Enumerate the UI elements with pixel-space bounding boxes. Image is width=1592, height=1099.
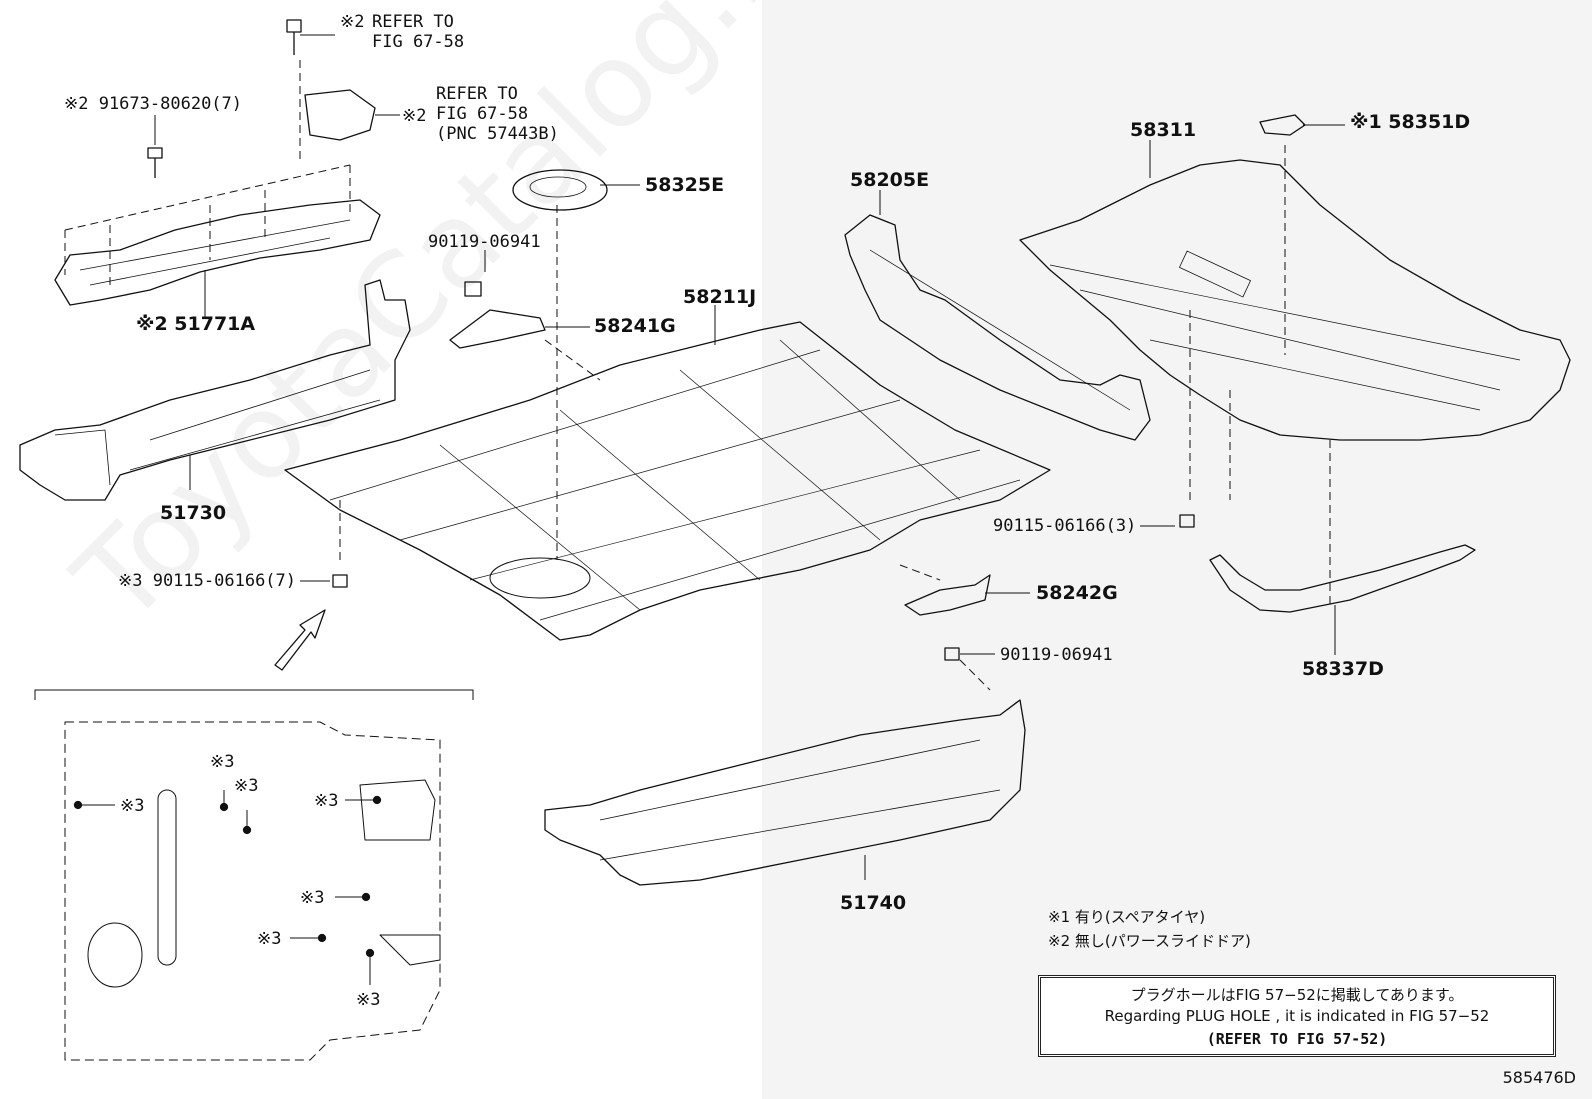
detail-mark-1: ※3 <box>120 796 145 816</box>
detail-mark-6: ※3 <box>257 929 282 949</box>
callout-51771A: ※2 51771A <box>136 313 256 335</box>
dashed-guides <box>65 60 1330 690</box>
notebox-line-en: Regarding PLUG HOLE , it is indicated in… <box>1104 1007 1490 1025</box>
callout-90119-06941-lower: 90119-06941 <box>1000 645 1113 665</box>
part-58211J <box>285 322 1050 640</box>
part-58205E <box>845 215 1150 440</box>
part-58325E <box>513 170 607 210</box>
callout-refer-fig-67-58-b: REFER TO FIG 67-58 (PNC 57443B) <box>436 84 559 144</box>
callout-58241G: 58241G <box>594 315 676 337</box>
shaded-panel <box>762 0 1592 1099</box>
part-51771A <box>55 200 380 305</box>
callout-58311: 58311 <box>1130 119 1197 141</box>
detail-mark-7: ※3 <box>356 990 381 1010</box>
callout-58211J: 58211J <box>683 286 757 308</box>
detail-outline <box>65 722 440 1060</box>
note-1: ※1 有り(スペアタイヤ) <box>1048 908 1206 926</box>
part-58241G <box>450 310 545 348</box>
notebox-line-jp: プラグホールはFIG 57−52に掲載してあります。 <box>1130 986 1464 1004</box>
callout-58242G: 58242G <box>1036 582 1118 604</box>
detail-frame-top <box>35 690 473 700</box>
notebox-line-refer: (REFER TO FIG 57-52) <box>1206 1030 1388 1048</box>
callout-mark-refer-1: ※2 <box>340 12 365 32</box>
detail-mark-5: ※3 <box>300 888 325 908</box>
part-58337D <box>1210 545 1475 612</box>
note-2: ※2 無し(パワースライドドア) <box>1048 932 1251 950</box>
callout-90119-06941-upper: 90119-06941 <box>428 232 541 252</box>
detail-mark-2: ※3 <box>210 752 235 772</box>
part-51730 <box>20 280 410 500</box>
callout-90115-06166-3: 90115-06166(3) <box>993 516 1137 536</box>
part-58242G <box>905 575 990 615</box>
part-51740 <box>545 700 1025 885</box>
callout-58325E: 58325E <box>645 174 725 196</box>
direction-arrow <box>275 610 325 670</box>
callout-51730: 51730 <box>160 502 227 524</box>
callout-mark-refer-2: ※2 <box>402 106 427 126</box>
part-58351D <box>1260 115 1305 135</box>
diagram-code: 585476D <box>1502 1068 1576 1087</box>
callout-58205E: 58205E <box>850 169 930 191</box>
callout-refer-fig-67-58-a: REFER TO FIG 67-58 <box>372 12 465 52</box>
part-58311 <box>1020 160 1570 440</box>
callout-58337D: 58337D <box>1302 658 1384 680</box>
callout-51740: 51740 <box>840 892 907 914</box>
plug-hole-note-box: プラグホールはFIG 57−52に掲載してあります。 Regarding PLU… <box>1038 975 1556 1057</box>
callout-90115-06166-7: ※3 90115-06166(7) <box>118 571 297 591</box>
callout-58351D: ※1 58351D <box>1350 111 1471 133</box>
callout-91673-80620: ※2 91673-80620(7) <box>64 94 243 114</box>
leader-lines <box>155 35 1345 880</box>
detail-mark-4: ※3 <box>314 791 339 811</box>
detail-mark-3: ※3 <box>234 776 259 796</box>
